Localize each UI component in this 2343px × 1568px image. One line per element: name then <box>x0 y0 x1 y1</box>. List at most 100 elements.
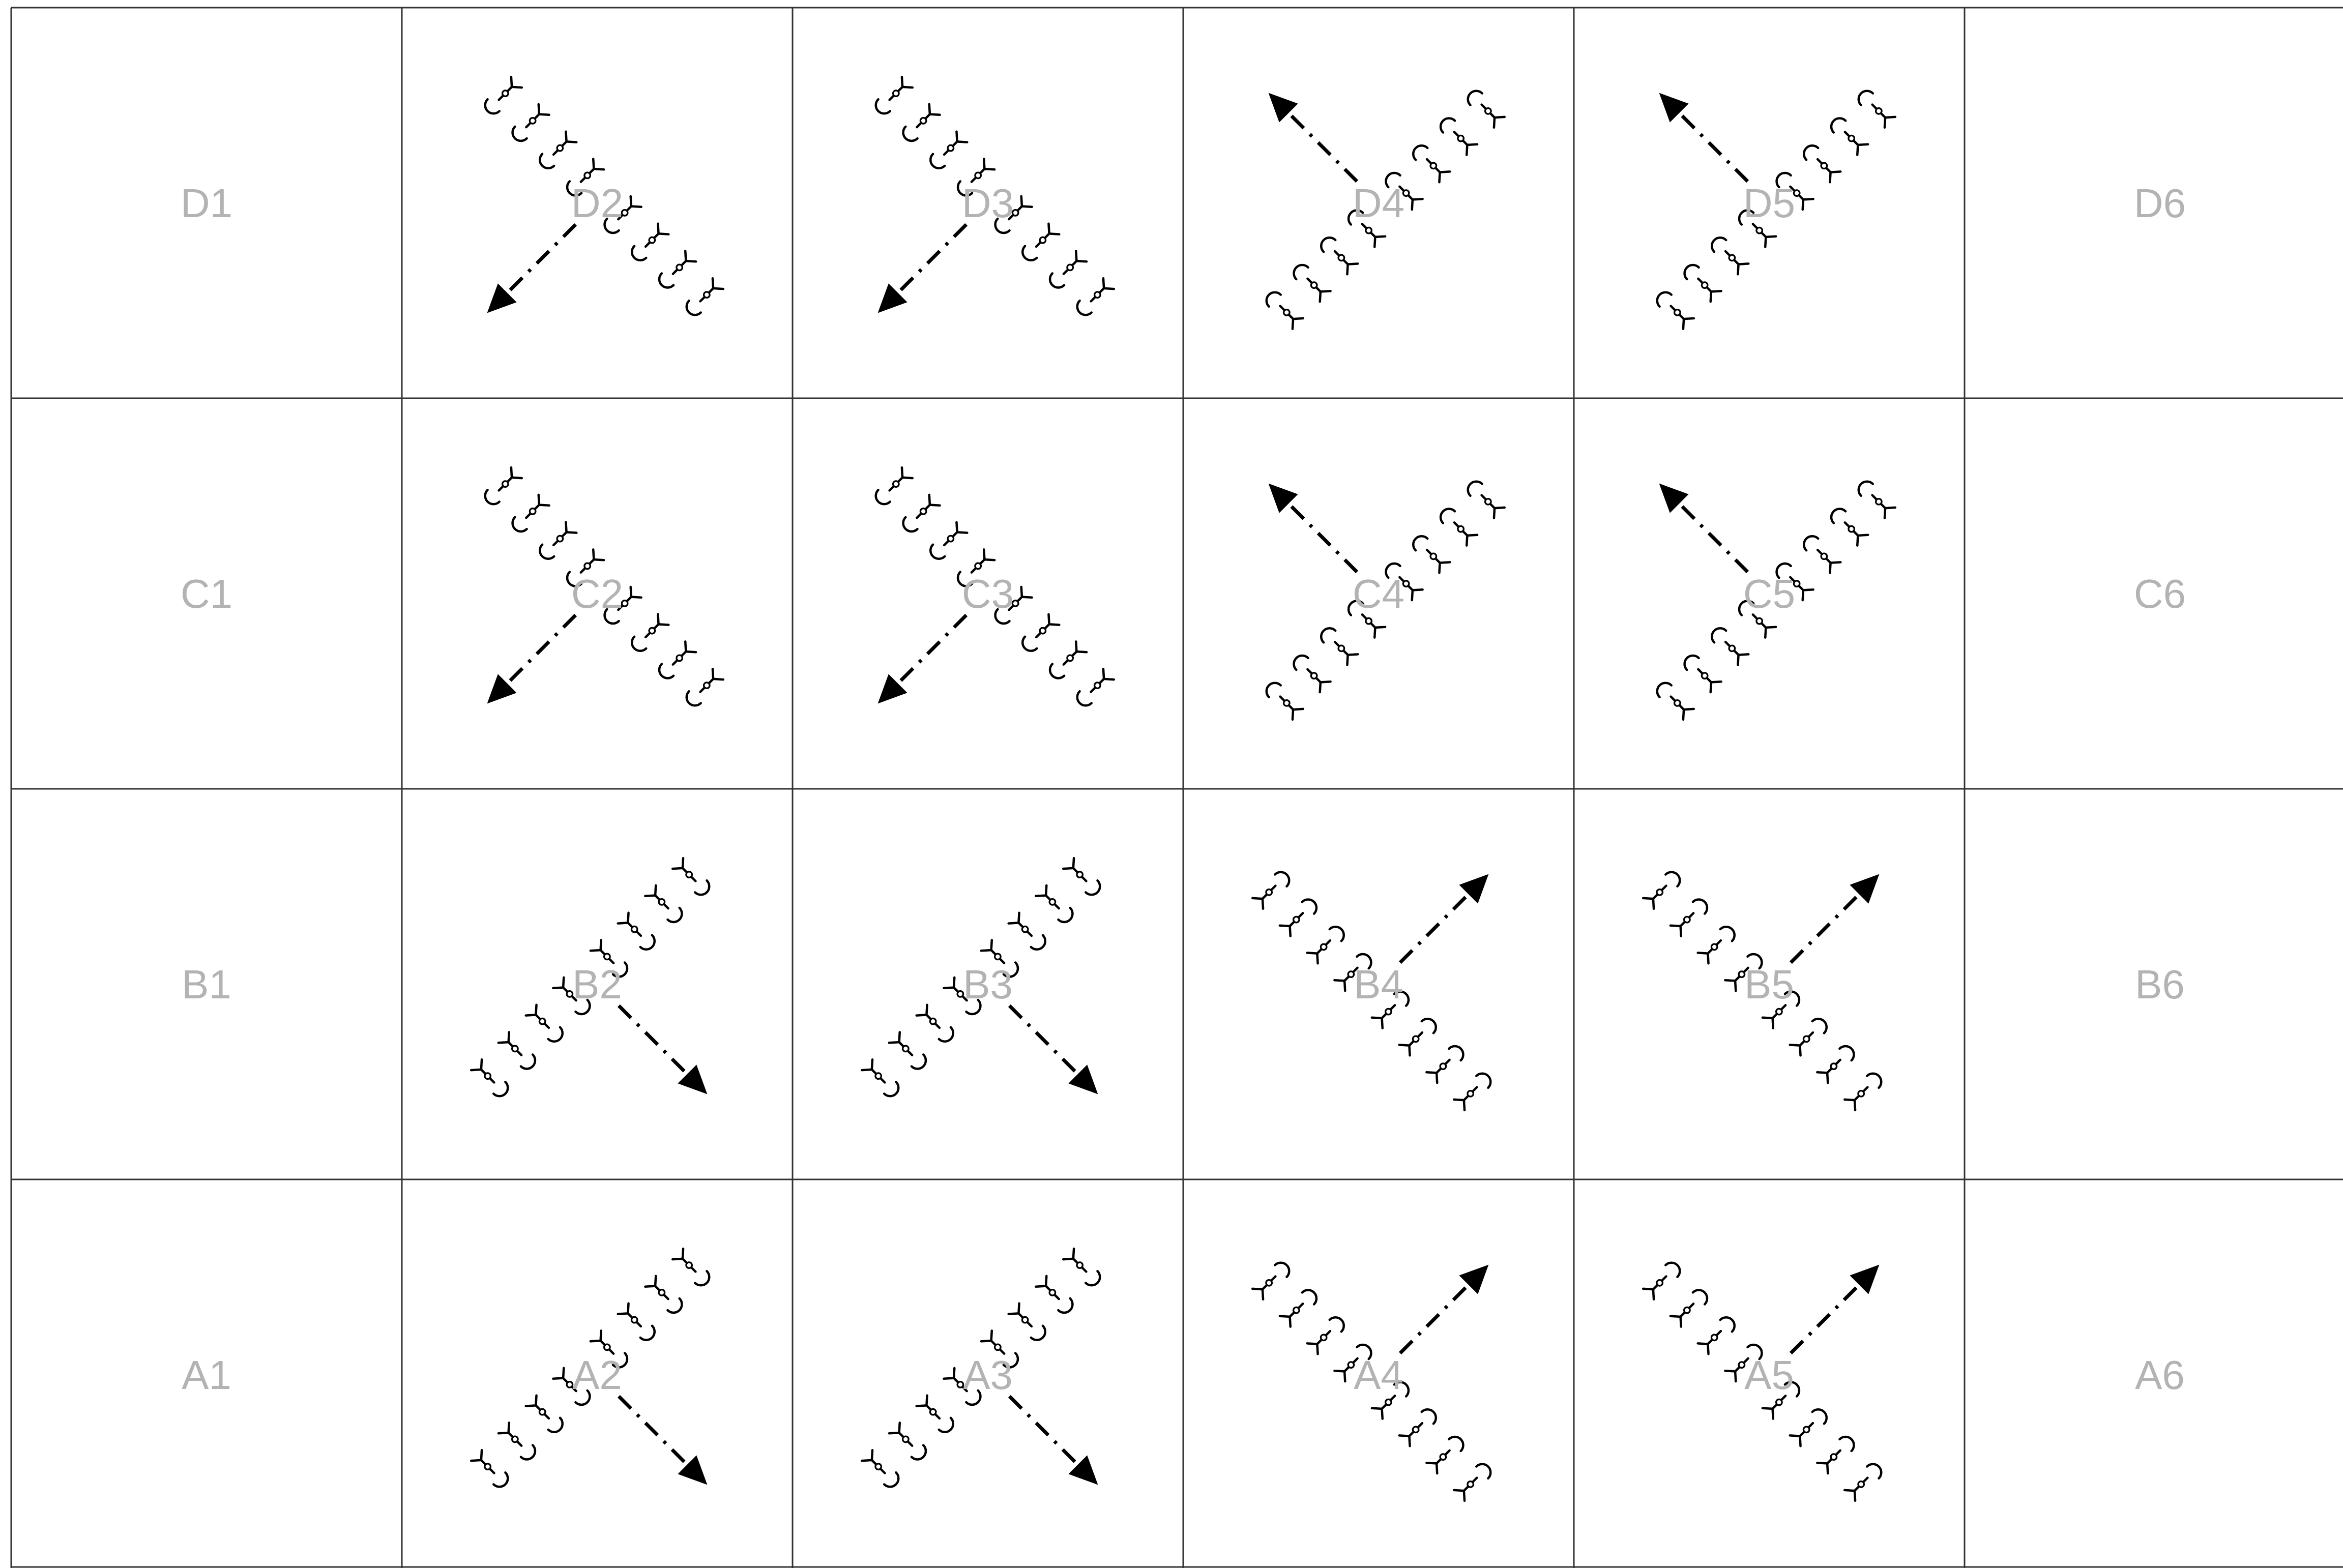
chair-icon <box>1670 896 1711 937</box>
chair-icon <box>683 278 724 318</box>
chair-icon <box>498 1422 539 1463</box>
chair-icon <box>1790 1015 1830 1056</box>
chair-icon <box>1708 625 1749 665</box>
chair-icon <box>1399 1015 1440 1056</box>
chair-icon <box>628 614 669 655</box>
chair-icon <box>872 467 913 508</box>
chair-icon <box>1279 896 1320 937</box>
grid-cell-a2: A2 <box>471 1248 713 1490</box>
grid-cell-a6: A6 <box>2135 1352 2185 1398</box>
chair-icon <box>645 1276 685 1316</box>
chair-icon <box>1800 142 1841 183</box>
cell-label: D3 <box>962 181 1014 226</box>
chair-icon <box>1019 223 1060 264</box>
cell-label: B6 <box>2135 962 2185 1007</box>
chair-icon <box>1654 289 1694 330</box>
chair-icon <box>1670 1287 1711 1327</box>
chair-icon <box>1643 869 1683 909</box>
grid-cell-b1: B1 <box>182 962 231 1007</box>
grid-cell-c2: C2 <box>482 467 724 709</box>
chair-icon <box>900 494 941 535</box>
grid-lines <box>11 8 2343 1568</box>
chair-icon <box>1697 923 1738 964</box>
chair-icon <box>1453 1461 1494 1501</box>
chair-icon <box>1252 1259 1293 1300</box>
cell-label: A6 <box>2135 1352 2185 1398</box>
chair-icon <box>498 1031 539 1072</box>
chair-icon <box>1410 532 1450 573</box>
chair-icon <box>1855 478 1896 519</box>
chair-icon <box>1697 1314 1738 1354</box>
cell-label: A5 <box>1744 1352 1794 1398</box>
chair-icon <box>509 104 550 144</box>
chair-icon <box>645 885 685 926</box>
cell-label: D1 <box>181 181 232 226</box>
chair-icon <box>1426 1043 1467 1083</box>
cell-label: D5 <box>1743 181 1795 226</box>
chair-icon <box>1708 234 1749 275</box>
chair-icon <box>618 1303 658 1344</box>
cell-label: C5 <box>1743 571 1795 616</box>
chair-icon <box>509 494 550 535</box>
cell-label: B2 <box>572 962 622 1007</box>
chair-icon <box>471 1449 511 1490</box>
cell-label: D4 <box>1353 181 1404 226</box>
chair-icon <box>1844 1461 1885 1501</box>
chair-icon <box>525 1395 566 1436</box>
chair-icon <box>1399 1406 1440 1446</box>
direction-arrow-line <box>1791 1285 1859 1353</box>
direction-arrow-line <box>507 615 575 683</box>
chair-icon <box>1643 1259 1683 1300</box>
cell-label: B1 <box>182 962 231 1007</box>
direction-arrow-line <box>898 615 966 683</box>
chair-icon <box>1046 250 1087 291</box>
cell-label: C6 <box>2134 571 2186 616</box>
chair-icon <box>1828 115 1868 156</box>
grid-cell-c6: C6 <box>2134 571 2186 616</box>
chair-icon <box>916 1395 957 1436</box>
chair-icon <box>1844 1070 1885 1111</box>
grid-cell-d6: D6 <box>2134 181 2186 226</box>
chair-icon <box>525 1004 566 1045</box>
cell-label: B3 <box>963 962 1013 1007</box>
chair-icon <box>861 1059 902 1100</box>
grid-cell-b6: B6 <box>2135 962 2185 1007</box>
grid-cell-b5: B5 <box>1643 869 1885 1111</box>
grid-cell-a3: A3 <box>861 1248 1103 1490</box>
direction-arrow-line <box>1679 113 1747 181</box>
cell-label: C2 <box>571 571 623 616</box>
chair-icon <box>927 131 968 172</box>
cell-label: A4 <box>1354 1352 1403 1398</box>
chair-icon <box>1817 1043 1857 1083</box>
chair-icon <box>1437 115 1478 156</box>
chair-icon <box>889 1422 929 1463</box>
grid-cell-b2: B2 <box>471 857 713 1100</box>
chair-icon <box>1437 506 1478 546</box>
grid-cell-a5: A5 <box>1643 1259 1885 1501</box>
chair-icon <box>1074 278 1115 318</box>
chair-icon <box>1063 857 1103 898</box>
chair-icon <box>471 1059 511 1100</box>
direction-arrow-line <box>1400 1285 1468 1353</box>
chair-icon <box>1817 1433 1857 1474</box>
cell-label: C3 <box>962 571 1014 616</box>
grid-cell-d4: D4 <box>1263 87 1505 330</box>
chair-icon <box>1252 869 1293 909</box>
direction-arrow-line <box>619 1005 687 1074</box>
chair-icon <box>1800 532 1841 573</box>
chair-icon <box>1291 261 1331 302</box>
chair-icon <box>656 250 696 291</box>
chair-icon <box>1307 923 1348 964</box>
cell-label: A2 <box>572 1352 622 1398</box>
chair-icon <box>656 641 696 682</box>
direction-arrow-line <box>507 224 575 292</box>
chair-icon <box>872 76 913 117</box>
chair-icon <box>618 912 658 953</box>
direction-arrow-line <box>1400 894 1468 962</box>
chair-icon <box>1654 679 1694 720</box>
chair-icon <box>1317 625 1358 665</box>
chair-icon <box>536 131 577 172</box>
chair-icon <box>1855 87 1896 128</box>
chair-icon <box>1263 679 1304 720</box>
